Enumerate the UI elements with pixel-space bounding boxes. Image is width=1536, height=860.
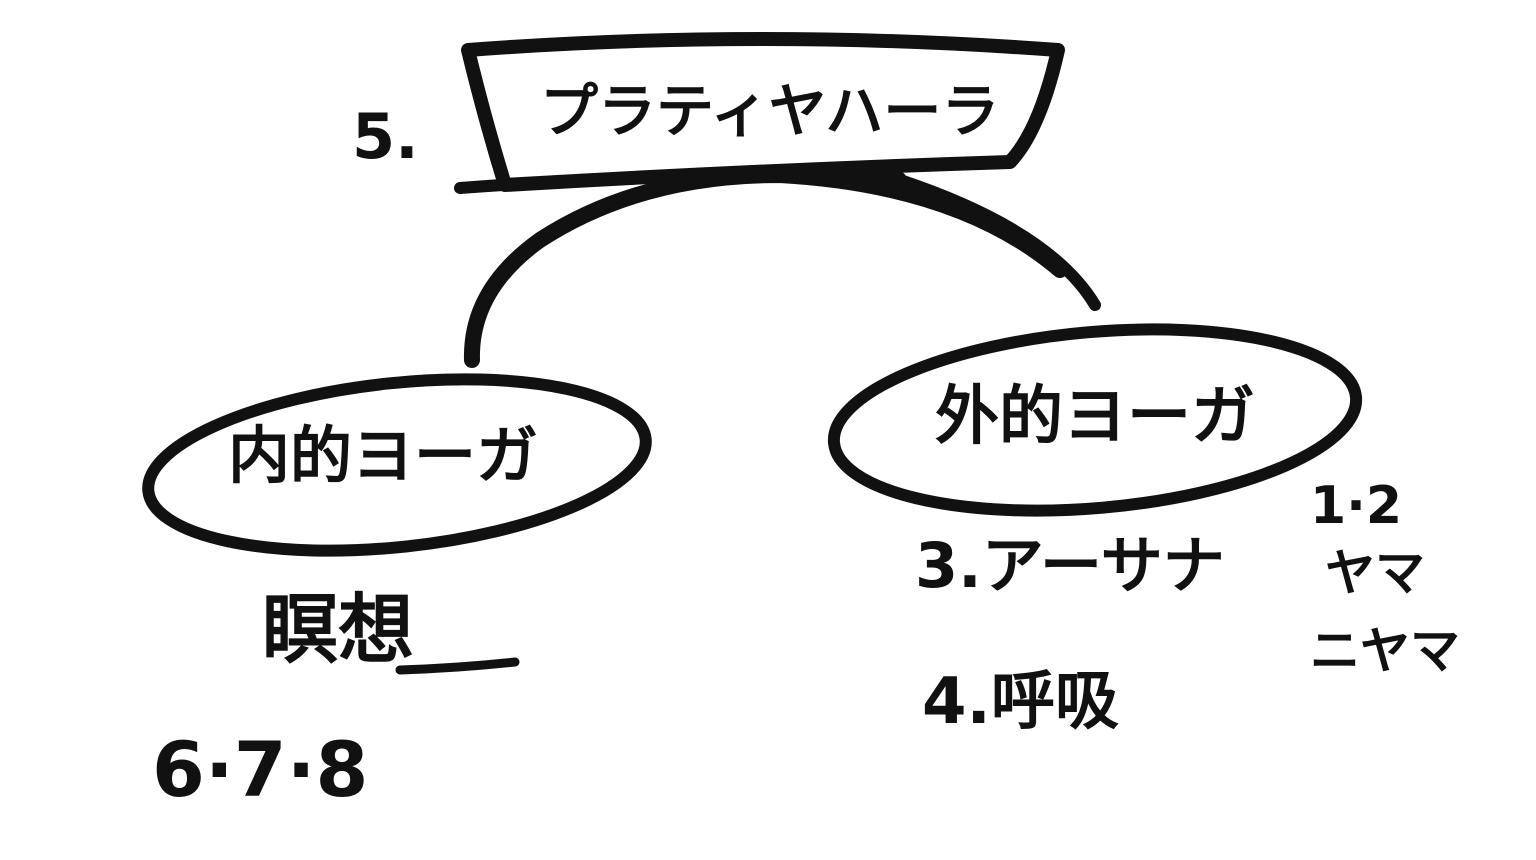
outer-yoga-label: 外的ヨーガ xyxy=(935,380,1255,454)
outer-ellipse xyxy=(827,323,1363,517)
root-number: 5. xyxy=(352,100,419,173)
inner-yoga-label: 内的ヨーガ xyxy=(228,419,539,492)
root-label: プラティヤハーラ xyxy=(540,77,1000,145)
outer-numbers: 1·2 xyxy=(1310,476,1403,536)
meditation-underline xyxy=(395,657,520,675)
connector-right xyxy=(894,174,1101,311)
outer-breath: 4.呼吸 xyxy=(922,665,1119,739)
outer-niyama: ニヤマ xyxy=(1310,622,1460,680)
outer-yama: ヤマ xyxy=(1325,544,1425,602)
inner-numbers: 6·7·8 xyxy=(152,725,369,814)
connector-left xyxy=(463,166,1068,368)
inner-detail: 瞑想 xyxy=(262,585,414,674)
outer-asana: 3.アーサナ xyxy=(915,529,1225,602)
inner-ellipse xyxy=(142,373,652,557)
